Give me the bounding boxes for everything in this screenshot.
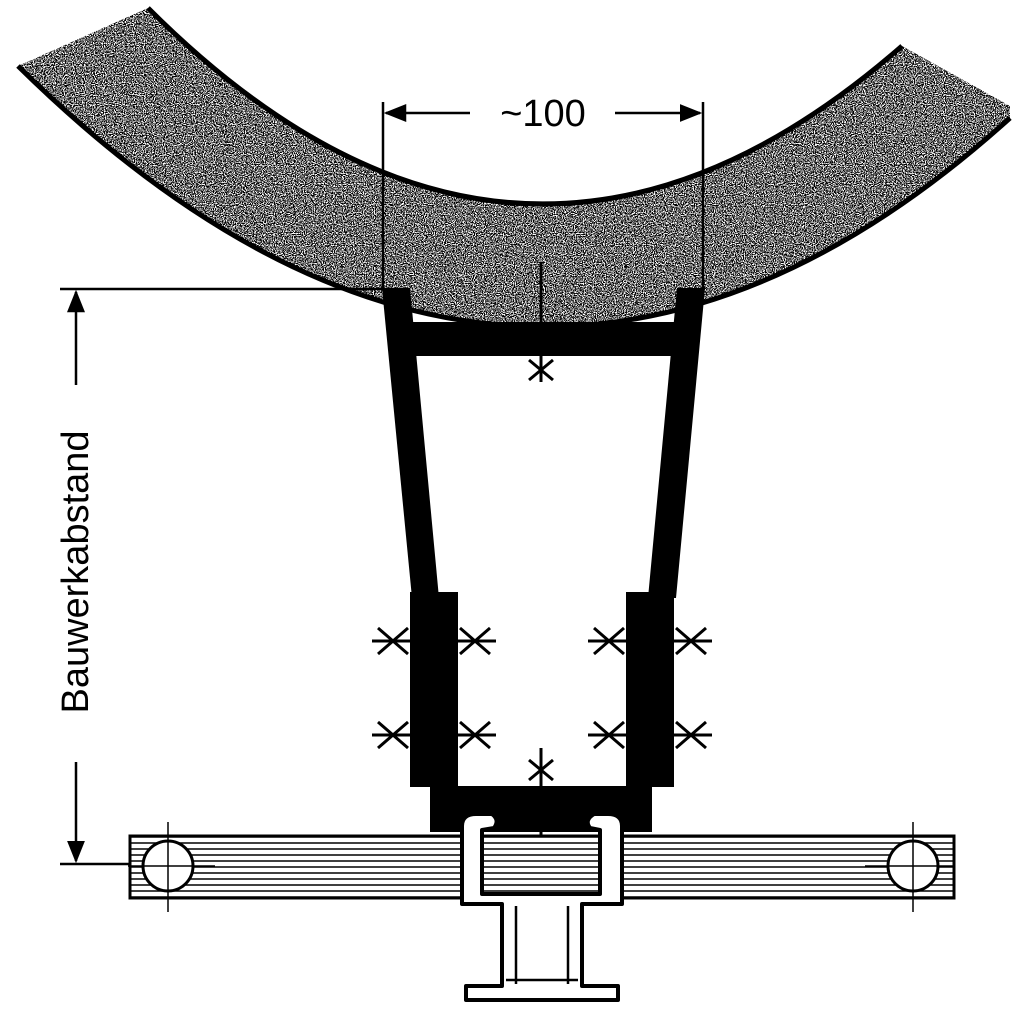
bracket-left-leg — [382, 288, 439, 598]
lining-fill — [18, 8, 1010, 327]
anchor-fixings — [372, 262, 712, 840]
cross-left-inner-upper — [454, 626, 496, 656]
bracket-right-leg — [648, 288, 705, 598]
anchor-bottom-center — [528, 748, 554, 840]
beam-body — [128, 834, 956, 900]
beam-bolt-right — [865, 822, 954, 912]
cross-right-inner-upper — [588, 626, 630, 656]
cross-left-inner-lower — [454, 720, 496, 750]
beam-bolt-left — [128, 822, 215, 912]
cross-left-outer-upper — [372, 626, 416, 656]
anchor-top-center — [528, 262, 554, 382]
cross-right-outer-upper — [670, 626, 712, 656]
clearance-label: Bauwerkabstand — [55, 430, 97, 713]
top-width-dimension: ~100 — [381, 93, 705, 290]
left-clamp-plate — [410, 592, 458, 787]
cross-left-outer-lower — [372, 720, 416, 750]
cross-right-outer-lower — [670, 720, 712, 750]
carrier-beam — [128, 822, 956, 912]
bracket-top-plate — [400, 322, 690, 356]
cross-right-inner-lower — [588, 720, 630, 750]
rail-outer-contour — [460, 812, 624, 1002]
rail-profile — [460, 812, 624, 1002]
right-clamp-plate — [626, 592, 674, 787]
tunnel-lining — [16, 6, 1012, 330]
clearance-dimension: Bauwerkabstand — [55, 287, 390, 866]
top-width-label: ~100 — [500, 93, 586, 135]
lining-outer-edge — [146, 6, 904, 207]
